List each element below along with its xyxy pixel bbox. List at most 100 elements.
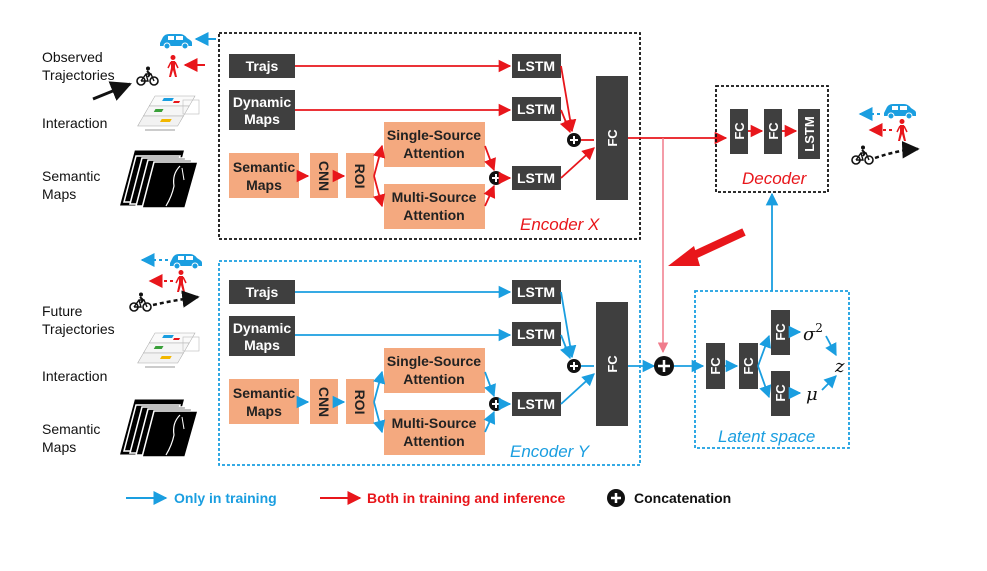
decoder: FC FC LSTM Decoder (715, 85, 829, 193)
latent-fc-label: FC (741, 357, 756, 375)
lstm-box (512, 392, 561, 416)
decoder-label: Decoder (742, 169, 808, 188)
observed-label-2: Trajectories (42, 67, 115, 83)
lstm-label: LSTM (517, 170, 555, 186)
future-label-2: Trajectories (42, 321, 115, 337)
encoder-y-label: Encoder Y (510, 442, 591, 461)
dynamic-label-2: Maps (244, 111, 280, 127)
encoder-x: Trajs Dynamic Maps Semantic Maps CNN ROI… (218, 32, 641, 240)
semantic-box-label-2: Maps (246, 177, 282, 193)
semantic-box-label-2: Maps (246, 403, 282, 419)
pedestrian-icon (896, 118, 908, 142)
decoder-fc-label: FC (766, 122, 781, 140)
cyclist-icon (136, 65, 159, 86)
legend-concat: Concatenation (634, 490, 731, 506)
legend-only-training: Only in training (174, 490, 277, 506)
latent-fc-box (771, 371, 790, 416)
latent-fc-box (771, 310, 790, 355)
decoder-fc-box (730, 109, 748, 154)
trajs-box (229, 54, 295, 78)
latent-fc-label: FC (708, 357, 723, 375)
decoder-fc-label: FC (732, 122, 747, 140)
trajs-box (229, 280, 295, 304)
lstm-box (512, 166, 561, 190)
multi-source-attention-box (384, 410, 485, 455)
semantic-label-x-1: Semantic (42, 168, 100, 184)
semantic-map-stack-icon (120, 150, 200, 210)
decoder-frame (715, 85, 829, 193)
lstm-label: LSTM (517, 326, 555, 342)
multi-label-1: Multi-Source (392, 189, 477, 205)
trajs-label: Trajs (246, 284, 279, 300)
multi-source-attention-box (384, 184, 485, 229)
lstm-label: LSTM (517, 58, 555, 74)
sigma-symbol: σ2 (803, 321, 823, 345)
car-icon (159, 33, 193, 50)
single-label-1: Single-Source (387, 353, 481, 369)
left-panel-y: Future Trajectories Interaction Semantic… (42, 253, 203, 459)
interaction-map-icon (137, 95, 200, 132)
latent-fc-box (706, 343, 725, 389)
observed-label-1: Observed (42, 49, 103, 65)
pedestrian-icon (175, 269, 187, 293)
single-source-attention-box (384, 348, 485, 393)
lstm-label: LSTM (517, 396, 555, 412)
lstm-box (512, 280, 561, 304)
latent-fc-box (739, 343, 758, 389)
roi-box (346, 379, 374, 424)
latent-fc-label: FC (773, 323, 788, 341)
roi-box (346, 153, 374, 198)
decoder-lstm-box (798, 109, 820, 159)
output-predictions (851, 103, 920, 165)
semantic-label-y-1: Semantic (42, 421, 100, 437)
pedestrian-icon (167, 54, 179, 78)
semantic-map-stack-icon (120, 399, 200, 459)
cnn-label: CNN (316, 387, 332, 417)
semantic-maps-box (229, 379, 299, 424)
dynamic-label-1: Dynamic (233, 320, 292, 336)
cyclist-icon (851, 144, 874, 165)
interaction-label-y: Interaction (42, 368, 107, 384)
cnn-label: CNN (316, 161, 332, 191)
lstm-box (512, 97, 561, 121)
car-icon (883, 103, 917, 120)
semantic-box-label-1: Semantic (233, 385, 295, 401)
decoder-lstm-label: LSTM (802, 116, 817, 151)
multi-label-1: Multi-Source (392, 415, 477, 431)
lstm-label: LSTM (517, 284, 555, 300)
dynamic-maps-box (229, 90, 295, 130)
encoder-x-frame (218, 32, 641, 240)
dynamic-label-1: Dynamic (233, 94, 292, 110)
future-label-1: Future (42, 303, 83, 319)
car-icon (169, 253, 203, 270)
multi-label-2: Attention (403, 207, 464, 223)
dynamic-maps-box (229, 316, 295, 356)
lstm-label: LSTM (517, 101, 555, 117)
legend: Only in training Both in training and in… (126, 489, 731, 507)
fc-label: FC (605, 355, 620, 373)
lstm-box (512, 322, 561, 346)
mu-symbol: μ (806, 384, 818, 405)
interaction-map-icon (137, 332, 200, 369)
single-label-2: Attention (403, 371, 464, 387)
single-source-attention-box (384, 122, 485, 167)
roi-label: ROI (352, 164, 368, 189)
single-label-2: Attention (403, 145, 464, 161)
lstm-box (512, 54, 561, 78)
latent-space: FC FC FC FC σ2 μ z Latent space (694, 290, 850, 449)
single-label-1: Single-Source (387, 127, 481, 143)
interaction-label-x: Interaction (42, 115, 107, 131)
encoder-y-frame (218, 260, 641, 466)
decoder-fc-box (764, 109, 782, 154)
multi-label-2: Attention (403, 433, 464, 449)
semantic-maps-box (229, 153, 299, 198)
pointer-arrow-icon (668, 246, 700, 266)
legend-both: Both in training and inference (367, 490, 566, 506)
z-symbol: z (834, 356, 845, 377)
roi-label: ROI (352, 390, 368, 415)
latent-label: Latent space (718, 427, 815, 446)
fc-label: FC (605, 129, 620, 147)
encoder-y: Trajs Dynamic Maps Semantic Maps CNN ROI… (218, 260, 641, 466)
latent-fc-label: FC (773, 384, 788, 402)
